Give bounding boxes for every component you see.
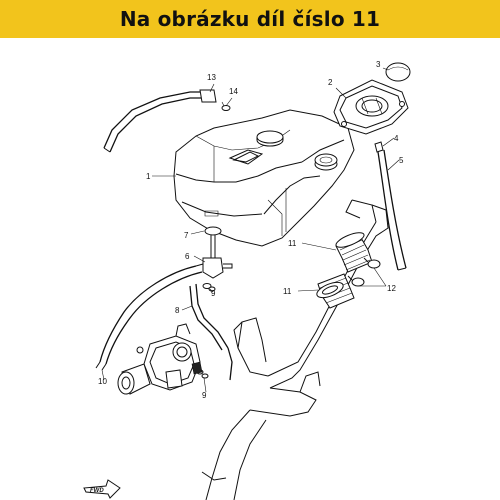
callout-13: 13 <box>207 73 216 82</box>
callout-11-lower: 11 <box>283 287 292 296</box>
callout-1: 1 <box>146 172 151 181</box>
leader-lines <box>101 67 400 393</box>
intake-hoses <box>316 232 381 309</box>
fuel-cock <box>195 226 233 279</box>
fuel-tank <box>173 109 355 247</box>
banner-title: Na obrázku díl číslo 11 <box>119 7 381 31</box>
callout-10: 10 <box>98 377 107 386</box>
callout-11-upper: 11 <box>288 239 297 248</box>
fuel-hoses <box>99 265 233 381</box>
callout-6: 6 <box>185 252 190 261</box>
clip-and-drain-hose <box>374 141 407 271</box>
callout-8: 8 <box>175 306 180 315</box>
callout-12: 12 <box>387 284 396 293</box>
small-clip <box>221 101 231 111</box>
vent-hose <box>103 89 217 153</box>
parts-diagram: 1 2 3 4 5 6 7 8 9 9 10 11 11 12 13 14 FW… <box>83 60 411 500</box>
header-banner: Na obrázku díl číslo 11 <box>0 0 500 38</box>
callout-9-upper: 9 <box>211 289 216 298</box>
callout-labels: 1 2 3 4 5 6 7 8 9 9 10 11 11 12 13 14 <box>98 60 404 400</box>
fwd-arrow-icon: FWD <box>83 479 121 499</box>
drain-tube <box>95 361 107 371</box>
callout-3: 3 <box>376 60 381 69</box>
filler-housing <box>333 79 409 135</box>
callout-4: 4 <box>394 134 399 143</box>
fuel-cap <box>385 62 411 82</box>
callout-7: 7 <box>184 231 189 240</box>
callout-5: 5 <box>399 156 404 165</box>
callout-14: 14 <box>229 87 238 96</box>
callout-2: 2 <box>328 78 333 87</box>
fwd-label: FWD <box>90 488 104 494</box>
callout-9-lower: 9 <box>202 391 207 400</box>
carburetor <box>117 323 203 395</box>
